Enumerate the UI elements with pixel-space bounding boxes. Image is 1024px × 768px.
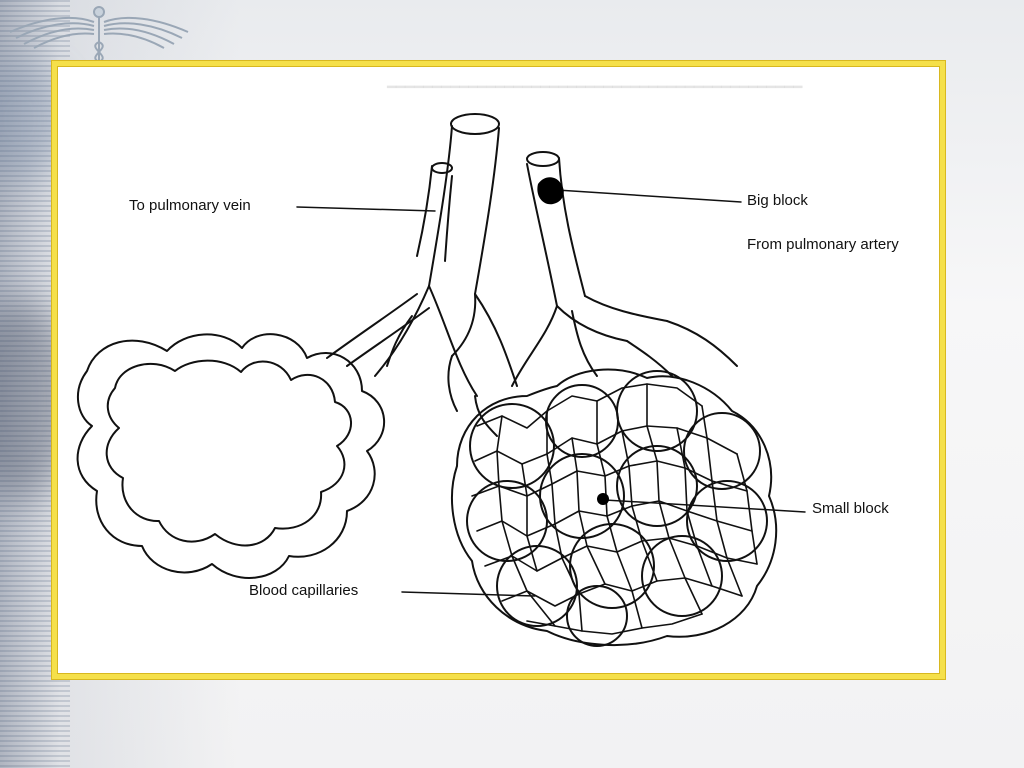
- pulmonary-vein: [428, 125, 453, 287]
- small-block-clot: [597, 493, 609, 505]
- alveolus-inner: [105, 359, 352, 547]
- alveolus-outer: [76, 333, 385, 579]
- label-big-block: Big block: [747, 192, 808, 209]
- pulmonary-diagram: [76, 113, 806, 647]
- big-block-clot: [537, 177, 564, 205]
- label-blood-capillaries: Blood capillaries: [249, 582, 359, 599]
- capillary-cluster: [451, 368, 778, 647]
- pointer-small-block: [604, 499, 806, 513]
- label-from-pulmonary-artery: From pulmonary artery: [747, 236, 899, 253]
- pointer-big-block: [556, 189, 742, 203]
- pointer-capillaries: [401, 591, 536, 597]
- pointer-pulmonary-vein: [296, 206, 436, 212]
- capillary-mesh: [471, 383, 758, 635]
- label-small-block: Small block: [812, 500, 889, 517]
- label-to-pulmonary-vein: To pulmonary vein: [129, 197, 251, 214]
- diagram-frame: ━━━━━━━━━━━━━━━━━━━━━━━━━━━━━━━━━━━━━━━━…: [52, 61, 945, 679]
- pulmonary-artery: [526, 163, 558, 307]
- bleed-through-texture: ━━━━━━━━━━━━━━━━━━━━━━━━━━━━━━━━━━━━━━━━…: [387, 80, 803, 96]
